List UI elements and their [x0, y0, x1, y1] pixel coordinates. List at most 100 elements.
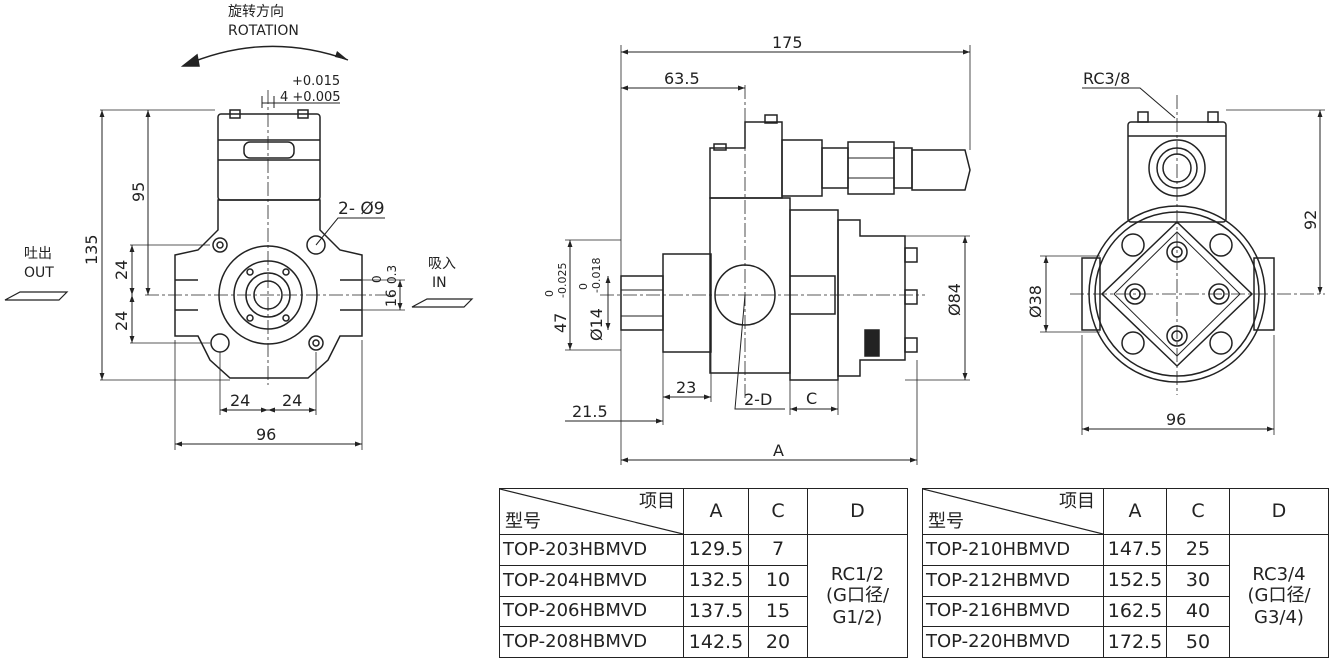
d-cell: RC3/4 (G口径/ G3/4) [1229, 534, 1329, 658]
header-item: 项目 [639, 491, 675, 512]
hole-note: 2- Ø9 [338, 199, 385, 219]
dim-96-rear: 96 [1166, 410, 1186, 429]
dim-phi84: Ø84 [945, 283, 964, 316]
header-c: C [748, 488, 808, 535]
c-cell: 10 [748, 564, 808, 597]
header-a: A [1103, 488, 1167, 535]
dim-175: 175 [772, 33, 803, 52]
spec-table-left: 项目 型号 A C D TOP-203HBMVD 129.5 7 RC1/2 (… [499, 488, 908, 658]
front-view [4, 45, 474, 450]
header-model: 型号 [505, 511, 541, 532]
table-row: TOP-216HBMVD 162.5 40 [922, 595, 1329, 628]
dim-96-front: 96 [256, 425, 276, 444]
table-row: TOP-220HBMVD 172.5 50 [922, 626, 1329, 658]
in-arrow-icon [411, 298, 474, 308]
c-cell: 25 [1166, 534, 1230, 566]
dim-0: 0 [370, 275, 384, 283]
drawing-labels: 旋转方向 ROTATION +0.015 4 +0.005 95 135 2- … [24, 4, 1320, 460]
side-view [565, 45, 971, 465]
d-cell: RC1/2 (G口径/ G1/2) [807, 534, 908, 658]
in-cn: 吸入 [428, 256, 456, 272]
a-cell: 142.5 [683, 626, 749, 658]
dim-24-right: 24 [282, 391, 302, 410]
model-cell: TOP-216HBMVD [922, 595, 1104, 628]
d-line3: G1/2) [832, 606, 883, 628]
dim-a: A [773, 441, 784, 460]
model-cell: TOP-206HBMVD [499, 595, 684, 628]
dim-63-5: 63.5 [664, 69, 700, 88]
model-cell: TOP-204HBMVD [499, 564, 684, 597]
front-top-block [217, 113, 321, 201]
table-row: TOP-208HBMVD 142.5 20 [499, 626, 908, 658]
a-cell: 137.5 [683, 595, 749, 628]
side-body [709, 197, 791, 374]
model-cell: TOP-210HBMVD [922, 534, 1104, 566]
d-line3: G3/4) [1254, 606, 1304, 628]
tol-shaft-1b: -0.025 [556, 263, 569, 298]
in-en: IN [432, 275, 447, 291]
dim-phi14: Ø14 [587, 308, 606, 341]
rear-view [1040, 87, 1325, 435]
dim-21-5: 21.5 [572, 402, 608, 421]
out-cn: 吐出 [24, 246, 52, 262]
c-cell: 50 [1166, 626, 1230, 658]
d-line1: RC3/4 [1252, 563, 1306, 585]
front-body [174, 199, 363, 379]
dim-2d: 2-D [744, 390, 772, 409]
model-cell: TOP-203HBMVD [499, 534, 684, 566]
dim-135: 135 [82, 234, 101, 265]
c-cell: 20 [748, 626, 808, 658]
dim-23: 23 [676, 378, 696, 397]
dim-47: 47 [551, 313, 570, 333]
model-cell: TOP-220HBMVD [922, 626, 1104, 658]
table-row: TOP-206HBMVD 137.5 15 [499, 595, 908, 628]
tol-shaft-2a: 0 [577, 283, 590, 290]
a-cell: 162.5 [1103, 595, 1167, 628]
out-en: OUT [24, 265, 54, 281]
dim-95: 95 [129, 182, 148, 202]
c-cell: 15 [748, 595, 808, 628]
a-cell: 152.5 [1103, 564, 1167, 597]
a-cell: 129.5 [683, 534, 749, 566]
c-cell: 30 [1166, 564, 1230, 597]
dim-c: C [806, 389, 817, 408]
dim-24-left: 24 [230, 391, 250, 410]
header-d: D [807, 488, 908, 535]
dim-0-3: 0.3 [385, 265, 399, 284]
model-cell: TOP-212HBMVD [922, 564, 1104, 597]
table-row: TOP-203HBMVD 129.5 7 RC1/2 (G口径/ G1/2) [499, 534, 908, 658]
header-d: D [1229, 488, 1329, 535]
d-line2: (G口径/ [1247, 585, 1311, 607]
tol-key: 4 +0.005 [280, 90, 341, 105]
spec-table-right: 项目 型号 A C D TOP-210HBMVD 147.5 25 RC3/4 … [922, 488, 1329, 658]
tol-upper: +0.015 [292, 74, 340, 89]
table-header-diagonal: 项目 型号 [922, 488, 1104, 535]
table-row: TOP-210HBMVD 147.5 25 RC3/4 (G口径/ G3/4) [922, 534, 1329, 658]
a-cell: 132.5 [683, 564, 749, 597]
header-a: A [683, 488, 749, 535]
header-item: 项目 [1059, 491, 1095, 512]
out-arrow-icon [4, 291, 69, 301]
a-cell: 147.5 [1103, 534, 1167, 566]
tol-shaft-1a: 0 [543, 290, 556, 297]
a-cell: 172.5 [1103, 626, 1167, 658]
bolt-hole-icon [212, 237, 228, 253]
tol-shaft-2b: -0.018 [590, 258, 603, 293]
header-c: C [1166, 488, 1230, 535]
dim-24-up: 24 [112, 260, 131, 280]
dim-16: 16 [384, 289, 400, 307]
c-cell: 7 [748, 534, 808, 566]
rotation-cn: 旋转方向 [228, 4, 284, 20]
c-cell: 40 [1166, 595, 1230, 628]
table-header-diagonal: 项目 型号 [499, 488, 684, 535]
dim-92: 92 [1301, 210, 1320, 230]
model-cell: TOP-208HBMVD [499, 626, 684, 658]
rotation-en: ROTATION [228, 23, 299, 39]
d-line2: (G口径/ [825, 585, 890, 607]
side-top-block [709, 121, 783, 199]
side-shaft [620, 275, 664, 331]
dim-24-low: 24 [112, 311, 131, 331]
port-rc38: RC3/8 [1083, 69, 1130, 88]
dim-phi38: Ø38 [1026, 285, 1045, 318]
